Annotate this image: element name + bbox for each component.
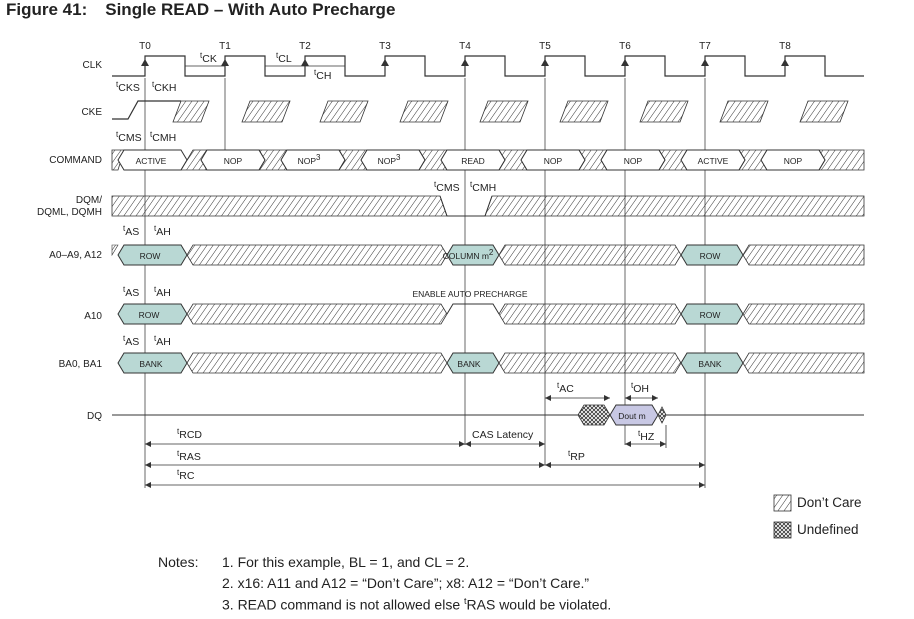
bank-label-t7: BANK xyxy=(698,359,721,369)
a10-row-label-t7: ROW xyxy=(700,310,721,320)
bank-label-t4: BANK xyxy=(457,359,480,369)
enable-auto-precharge-annotation: ENABLE AUTO PRECHARGE xyxy=(412,289,527,299)
clk-waveform xyxy=(112,55,864,77)
legend-undefined-swatch xyxy=(773,521,792,539)
signal-label-bank: BA0, BA1 xyxy=(59,359,103,370)
clk-rising-edge-arrows xyxy=(141,59,789,66)
arrow-heads xyxy=(145,395,705,488)
command-waveform xyxy=(111,149,865,171)
signal-label-dqm: DQM/ xyxy=(76,195,102,206)
trc-label: tRC xyxy=(177,468,195,482)
clock-tick-labels: T0 T1 T2 T3 T4 T5 T6 T7 T8 xyxy=(139,41,791,52)
a10-waveform xyxy=(117,303,865,325)
command-label-t7: ACTIVE xyxy=(698,156,729,166)
legend-dont-care-label: Don’t Care xyxy=(797,495,862,510)
command-label-t8: NOP xyxy=(784,156,803,166)
tick-label-t8: T8 xyxy=(779,41,791,52)
cas-latency-label: CAS Latency xyxy=(472,429,534,441)
note-2: 2. x16: A11 and A12 = “Don’t Care”; x8: … xyxy=(222,575,590,591)
notes-heading: Notes: xyxy=(158,554,199,570)
address-row-label-t0: ROW xyxy=(140,251,161,261)
a10-row-label-t0: ROW xyxy=(139,310,160,320)
tick-label-t7: T7 xyxy=(699,41,711,52)
tick-label-t4: T4 xyxy=(459,41,471,52)
tick-label-t6: T6 xyxy=(619,41,631,52)
signal-label-clk: CLK xyxy=(83,60,103,71)
tah-label-a10: tAH xyxy=(154,285,171,299)
tcms-label-dqm: tCMS xyxy=(434,180,460,194)
note-3: 3. READ command is not allowed else tRAS… xyxy=(222,596,612,613)
legend-dont-care-swatch xyxy=(773,494,792,512)
trcd-label: tRCD xyxy=(177,427,202,441)
command-label-t4: READ xyxy=(461,156,485,166)
figure-caption: Single READ – With Auto Precharge xyxy=(105,0,396,19)
command-label-t3: NOP3 xyxy=(378,153,401,166)
tah-label-bank: tAH xyxy=(154,334,171,348)
tah-label-address: tAH xyxy=(154,224,171,238)
tcks-label: tCKS xyxy=(116,80,140,94)
command-label-t1: NOP xyxy=(224,156,243,166)
tas-label-a10: tAS xyxy=(123,285,139,299)
command-label-t6: NOP xyxy=(624,156,643,166)
signal-label-cke: CKE xyxy=(81,107,102,118)
signal-label-command: COMMAND xyxy=(49,155,102,166)
address-row-label-t7: ROW xyxy=(700,251,721,261)
tckh-label: tCKH xyxy=(152,80,176,94)
note-1: 1. For this example, BL = 1, and CL = 2. xyxy=(222,554,470,570)
figure-number: Figure 41: xyxy=(6,0,88,19)
cke-waveform xyxy=(112,100,849,123)
command-label-t2: NOP3 xyxy=(298,153,321,166)
figure-title: Figure 41: Single READ – With Auto Precha… xyxy=(6,0,395,20)
toh-label: tOH xyxy=(631,381,649,395)
dq-waveform xyxy=(112,404,864,426)
legend-undefined-label: Undefined xyxy=(797,522,859,537)
tcmh-label-dqm: tCMH xyxy=(470,180,496,194)
tck-label: tCK xyxy=(200,51,217,65)
command-labels: ACTIVE NOP NOP3 NOP3 READ NOP NOP ACTIVE… xyxy=(136,153,803,166)
command-label-t0: ACTIVE xyxy=(136,156,167,166)
tick-label-t3: T3 xyxy=(379,41,391,52)
tas-label-address: tAS xyxy=(123,224,139,238)
bank-waveform xyxy=(117,352,865,374)
tas-label-bank: tAS xyxy=(123,334,139,348)
bank-label-t0: BANK xyxy=(139,359,162,369)
address-column-label: COLUMN m2 xyxy=(443,248,494,261)
signal-label-a10: A10 xyxy=(84,311,102,322)
tch-label: tCH xyxy=(314,68,331,82)
tac-label: tAC xyxy=(557,381,574,395)
dqm-waveform xyxy=(111,195,865,217)
tcms-label-t0: tCMS xyxy=(116,130,142,144)
tick-label-t1: T1 xyxy=(219,41,231,52)
tick-label-t5: T5 xyxy=(539,41,551,52)
thz-label: tHZ xyxy=(638,429,655,443)
tcl-label: tCL xyxy=(276,51,292,65)
trp-label: tRP xyxy=(568,449,585,463)
command-label-t5: NOP xyxy=(544,156,563,166)
tcmh-label-t0: tCMH xyxy=(150,130,176,144)
timing-reference-lines xyxy=(144,78,706,488)
timing-labels: tCKS tCKH tCK tCL tCH tCMS tCMH tCMS tCM… xyxy=(116,51,655,482)
timing-arrows xyxy=(145,65,705,486)
dout-label: Dout m xyxy=(618,411,645,421)
tick-label-t2: T2 xyxy=(299,41,311,52)
signal-label-dqml-dqmh: DQML, DQMH xyxy=(37,207,102,218)
address-waveform xyxy=(111,244,865,266)
signal-label-address: A0–A9, A12 xyxy=(49,250,102,261)
signal-label-dq: DQ xyxy=(87,411,102,422)
tick-label-t0: T0 xyxy=(139,41,151,52)
tras-label: tRAS xyxy=(177,449,201,463)
